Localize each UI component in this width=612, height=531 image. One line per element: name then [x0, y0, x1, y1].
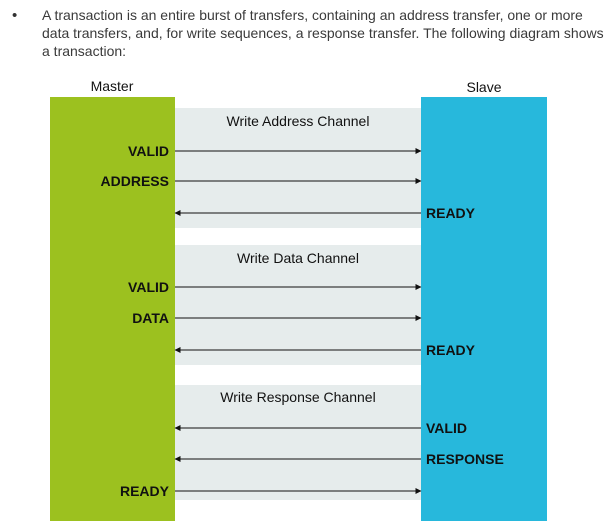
signal-label: DATA	[132, 310, 169, 326]
signal-label: VALID	[128, 279, 169, 295]
channel-title: Write Address Channel	[227, 113, 370, 129]
paragraph-text: A transaction is an entire burst of tran…	[42, 7, 604, 59]
bullet-marker: •	[12, 7, 18, 24]
channel-panel	[175, 385, 421, 500]
signal-label: READY	[120, 483, 170, 499]
master-label: Master	[91, 78, 134, 94]
channel-title: Write Data Channel	[237, 250, 359, 266]
signal-label: READY	[426, 342, 476, 358]
signal-label: VALID	[128, 143, 169, 159]
master-block	[50, 97, 175, 521]
signal-label: READY	[426, 205, 476, 221]
channel-panel	[175, 245, 421, 365]
channel-panel	[175, 108, 421, 228]
slave-block	[421, 97, 547, 521]
signal-label: RESPONSE	[426, 451, 504, 467]
channel-title: Write Response Channel	[220, 389, 375, 405]
slave-label: Slave	[466, 79, 501, 95]
signal-label: VALID	[426, 420, 467, 436]
channel-panels	[175, 108, 421, 500]
signal-label: ADDRESS	[101, 173, 169, 189]
